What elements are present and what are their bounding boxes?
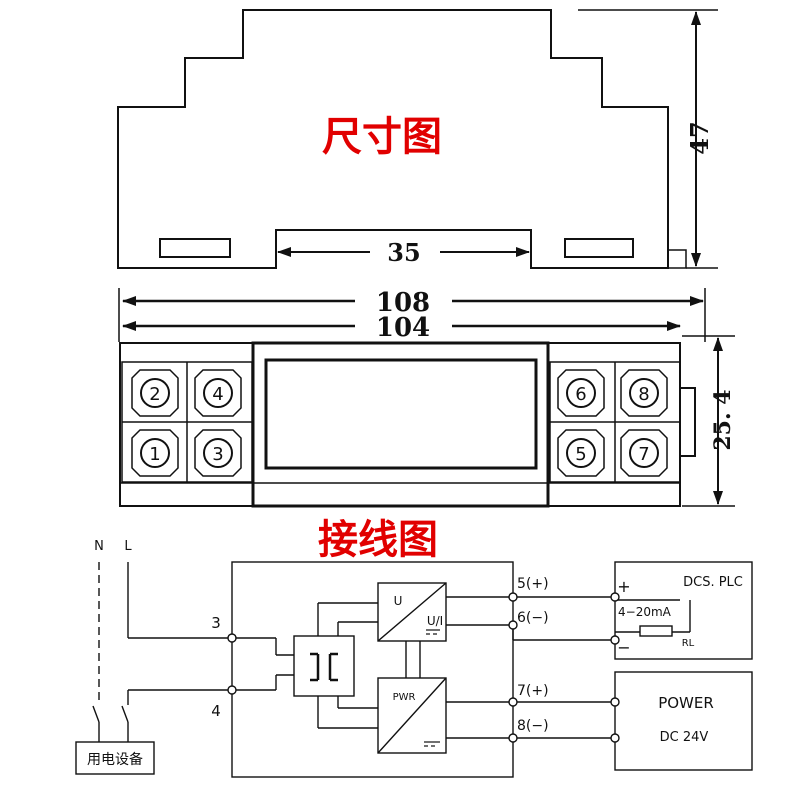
- svg-text:7: 7: [638, 444, 649, 465]
- block-u-label: U: [394, 594, 403, 608]
- dcs-rl-label: RL: [682, 638, 695, 649]
- dcs-current-label: 4−20mA: [618, 605, 672, 619]
- terminal-height-label: 25. 4: [710, 389, 736, 450]
- dc-symbol-ui: [426, 629, 440, 635]
- output-6-label: 6(−): [517, 610, 549, 626]
- output-5-label: 5(+): [517, 576, 549, 592]
- side-clip: [679, 387, 696, 457]
- terminal-6: 6: [557, 369, 605, 417]
- terminal-8: 8: [620, 369, 668, 417]
- dcs-minus-label: −: [617, 638, 630, 657]
- terminal-7: 7: [620, 429, 668, 477]
- power-title-label: POWER: [658, 694, 714, 712]
- rail-slot-left: [159, 238, 231, 258]
- rail-dimension-label: 35: [387, 238, 420, 267]
- height-dimension-label: 47: [685, 121, 714, 154]
- block-ui-label: U/I: [427, 614, 443, 628]
- output-7-label: 7(+): [517, 683, 549, 699]
- output-8-label: 8(−): [517, 718, 549, 734]
- block-pwr-label: PWR: [393, 692, 416, 703]
- terminal-5: 5: [557, 429, 605, 477]
- length-108-label: 108: [376, 288, 430, 318]
- dcs-plus-label: +: [617, 577, 630, 596]
- equipment-label: 用电设备: [87, 751, 143, 768]
- right-terminal-block: [549, 361, 681, 483]
- center-window: [264, 358, 538, 470]
- svg-text:2: 2: [149, 384, 160, 405]
- dcs-plc-label: DCS. PLC: [683, 575, 743, 590]
- svg-text:3: 3: [212, 444, 223, 465]
- side-view-outline: [117, 9, 669, 269]
- left-terminal-block: [121, 361, 253, 483]
- wiring-lines: [75, 561, 753, 778]
- rail-slot-right: [564, 238, 634, 258]
- power-voltage-label: DC 24V: [660, 730, 709, 745]
- terminal-3: 3: [194, 429, 242, 477]
- terminal-4: 4: [194, 369, 242, 417]
- wiring-diagram-title: 接线图: [318, 517, 438, 563]
- clip-tab: [667, 249, 687, 269]
- dc-symbol-pwr: [424, 741, 440, 747]
- terminal-1: 1: [131, 429, 179, 477]
- wiring-terminal-dots: [227, 592, 620, 743]
- center-window-frame: [251, 341, 550, 508]
- svg-text:8: 8: [638, 384, 649, 405]
- input-terminal-4-label: 4: [211, 702, 221, 720]
- svg-text:6: 6: [575, 384, 586, 405]
- svg-text:4: 4: [212, 384, 223, 405]
- live-label: L: [124, 539, 132, 554]
- dimension-drawing-title: 尺寸图: [322, 114, 442, 160]
- terminal-2: 2: [131, 369, 179, 417]
- svg-text:1: 1: [149, 444, 160, 465]
- svg-text:5: 5: [575, 444, 586, 465]
- isolator-symbol: [310, 652, 338, 682]
- neutral-label: N: [94, 539, 104, 554]
- length-104-label: 104: [376, 313, 430, 343]
- input-terminal-3-label: 3: [211, 614, 221, 632]
